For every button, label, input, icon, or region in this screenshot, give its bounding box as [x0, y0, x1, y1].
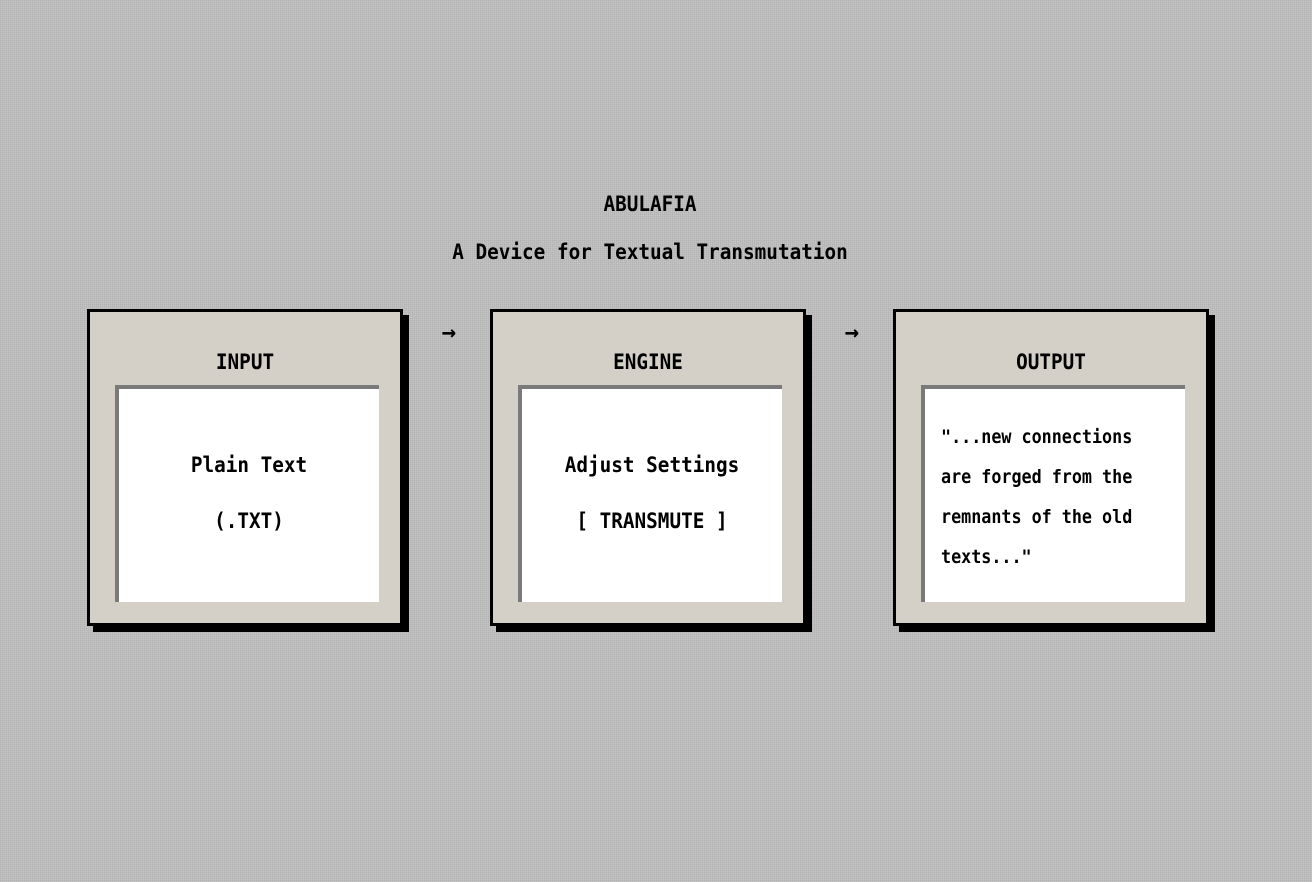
input-extension-label: (.TXT): [214, 509, 284, 533]
engine-screen: Adjust Settings [ TRANSMUTE ]: [518, 385, 782, 602]
input-panel: INPUT Plain Text (.TXT): [87, 309, 403, 626]
transmute-button-row: [ TRANSMUTE ]: [532, 509, 771, 533]
transmute-button[interactable]: [ TRANSMUTE ]: [576, 509, 728, 533]
adjust-settings-link[interactable]: Adjust Settings: [564, 453, 740, 477]
output-panel-title: OUTPUT: [1016, 350, 1086, 374]
input-screen[interactable]: Plain Text (.TXT): [115, 385, 379, 602]
output-panel: OUTPUT "...new connections are forged fr…: [893, 309, 1209, 626]
input-panel-title: INPUT: [215, 350, 275, 374]
engine-panel: ENGINE Adjust Settings [ TRANSMUTE ]: [490, 309, 806, 626]
app-title: ABULAFIA: [603, 192, 697, 216]
engine-panel-title: ENGINE: [613, 350, 683, 374]
flow-arrow-engine-to-output: →: [844, 318, 860, 346]
output-quote-text: "...new connections are forged from the …: [941, 426, 1133, 568]
output-screen: "...new connections are forged from the …: [921, 385, 1185, 602]
flow-arrow-input-to-engine: →: [441, 318, 457, 346]
app-subtitle: A Device for Textual Transmutation: [452, 240, 848, 264]
input-format-label: Plain Text: [190, 453, 308, 477]
